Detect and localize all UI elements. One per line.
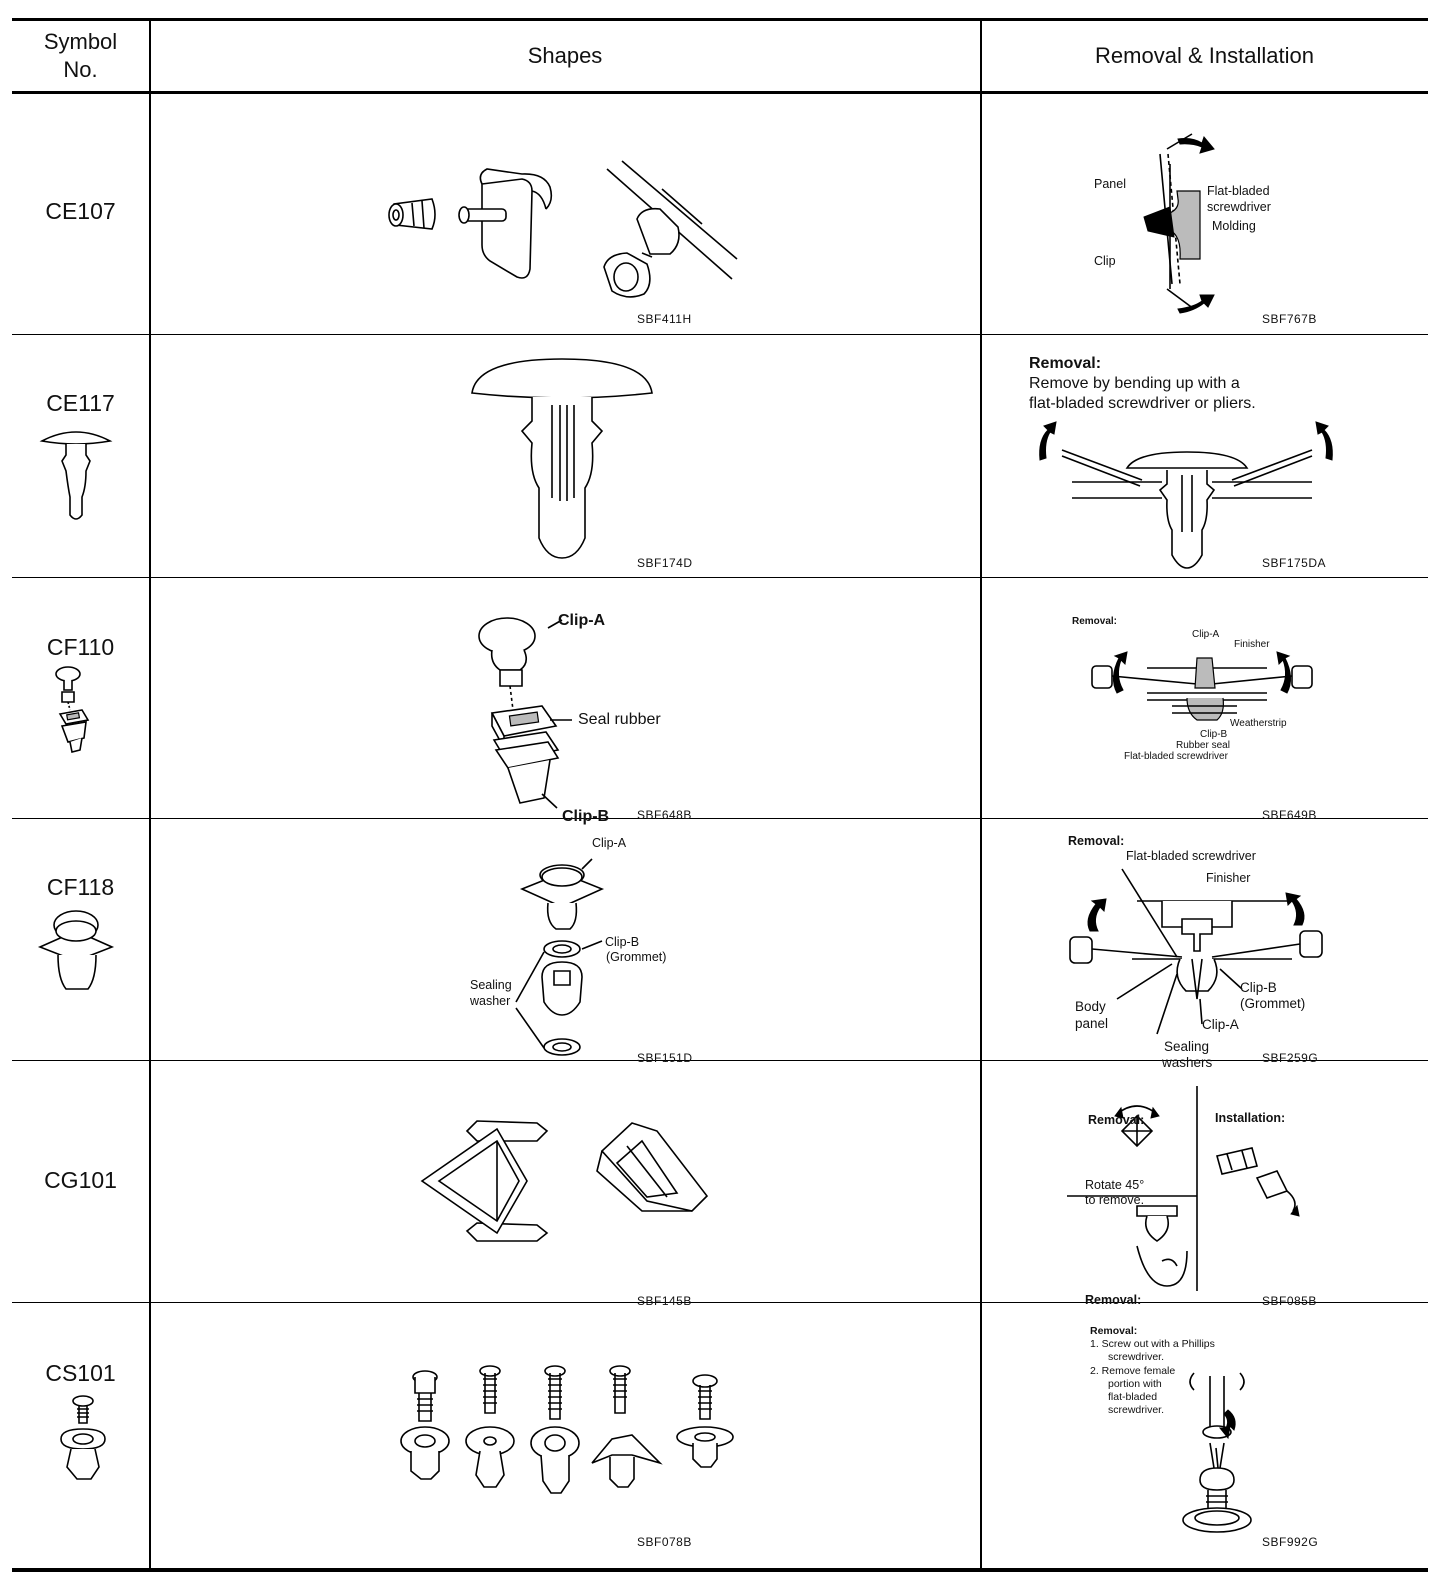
cf118-shape-drawing xyxy=(512,837,622,1057)
symbol-number: CF110 xyxy=(46,634,115,660)
removal-title: Removal: xyxy=(1072,616,1118,627)
header-removal: Removal & Installation xyxy=(1095,43,1314,68)
cg101-shape-drawing xyxy=(417,1101,717,1261)
removal-step1-line2: screwdriver. xyxy=(1108,1351,1165,1363)
label-rotate-line1: Rotate 45° xyxy=(1085,1178,1145,1192)
table-row: CF118 Clip-A Clip-B (Grommet) Sealing wa… xyxy=(12,819,1428,1070)
label-screwdriver: screwdriver xyxy=(1207,200,1271,214)
label-finisher: Finisher xyxy=(1234,639,1270,650)
cf110-removal-drawing xyxy=(1087,638,1327,768)
ce117-symbol-icon xyxy=(40,427,120,527)
table-row: CE107 SBF411H xyxy=(12,94,1428,335)
label-installation: Installation: xyxy=(1215,1111,1286,1125)
label-clip-a: Clip-A xyxy=(558,612,606,629)
symbol-number: CG101 xyxy=(44,1167,117,1193)
label-clip-a: Clip-A xyxy=(592,836,627,850)
symbol-number: CE107 xyxy=(45,198,116,224)
cf118-symbol-icon xyxy=(38,909,118,999)
label-rotate-line2: to remove. xyxy=(1085,1193,1145,1207)
label-finisher: Finisher xyxy=(1206,871,1251,885)
cf110-symbol-icon xyxy=(52,666,102,756)
cs101-removal-drawing xyxy=(1172,1368,1262,1538)
label-screwdriver: Flat-bladed screwdriver xyxy=(1126,849,1256,863)
label-washers: washers xyxy=(1162,1055,1213,1070)
removal-code: SBF259G xyxy=(1262,1051,1319,1065)
ce117-removal-drawing xyxy=(1032,420,1352,570)
label-seal-rubber: Seal rubber xyxy=(578,711,661,728)
table-row: CE117 SBF174D Removal: Remove by bending… xyxy=(12,335,1428,578)
label-clip-b: Clip-B xyxy=(1200,729,1228,740)
column-divider xyxy=(149,21,151,1568)
removal-step2-line1: 2. Remove female xyxy=(1090,1365,1176,1377)
table-row: CF110 Clip-A Seal rubber xyxy=(12,578,1428,825)
label-washer: washer xyxy=(470,994,511,1008)
symbol-number: CF118 xyxy=(46,874,115,900)
removal-code: SBF175DA xyxy=(1262,556,1327,570)
label-removal: Removal: xyxy=(1088,1113,1145,1127)
cf110-shape-drawing xyxy=(472,598,632,808)
shape-code: SBF078B xyxy=(637,1535,692,1549)
symbol-number: CS101 xyxy=(45,1360,116,1386)
removal-text-line2: flat-bladed screwdriver or pliers. xyxy=(1029,395,1256,412)
removal-code: SBF992G xyxy=(1262,1535,1319,1549)
removal-title: Removal: xyxy=(1029,355,1102,372)
removal-step1-line1: 1. Screw out with a Phillips xyxy=(1090,1338,1215,1350)
shape-code: SBF174D xyxy=(637,556,693,570)
label-clip-a: Clip-A xyxy=(1202,1017,1239,1032)
label-panel: panel xyxy=(1075,1016,1109,1031)
label-removal-bottom: Removal: xyxy=(1085,1293,1142,1307)
label-screwdriver: Flat-bladed screwdriver xyxy=(1124,751,1228,762)
label-sealing: Sealing xyxy=(470,978,512,992)
table-row: CG101 SBF145B xyxy=(12,1061,1428,1308)
symbol-number: CE117 xyxy=(46,390,115,416)
label-panel: Panel xyxy=(1094,177,1126,191)
label-clip-b: Clip-B xyxy=(605,935,640,949)
shape-code: SBF411H xyxy=(637,312,692,326)
label-clip-b: Clip-B xyxy=(562,808,610,825)
label-grommet: (Grommet) xyxy=(1240,996,1306,1011)
table-row: CS101 xyxy=(12,1303,1428,1549)
label-clip-a: Clip-A xyxy=(1192,629,1220,640)
shape-code: SBF648B xyxy=(637,808,692,822)
column-divider xyxy=(980,21,982,1568)
label-weatherstrip: Weatherstrip xyxy=(1230,718,1287,729)
shape-code: SBF145B xyxy=(637,1294,692,1308)
sealing-washer-leader xyxy=(512,944,562,1054)
ce107-removal-drawing xyxy=(1122,119,1312,319)
label-grommet: (Grommet) xyxy=(606,950,667,964)
removal-code: SBF767B xyxy=(1262,312,1317,326)
removal-title: Removal: xyxy=(1068,834,1125,848)
ce117-shape-drawing xyxy=(467,353,657,563)
removal-step2-line2: portion with xyxy=(1108,1378,1162,1390)
cs101-symbol-icon xyxy=(57,1395,117,1485)
removal-code: SBF085B xyxy=(1262,1294,1317,1308)
shape-code: SBF151D xyxy=(637,1051,693,1065)
label-sealing: Sealing xyxy=(1164,1039,1210,1054)
ce107-shape-drawing xyxy=(382,149,742,319)
cg101-removal-drawing xyxy=(1067,1086,1367,1296)
label-molding: Molding xyxy=(1212,219,1256,233)
removal-code: SBF649B xyxy=(1262,808,1317,822)
label-flat-bladed: Flat-bladed xyxy=(1207,184,1270,198)
removal-step2-line4: screwdriver. xyxy=(1108,1404,1165,1416)
removal-title: Removal: xyxy=(1090,1325,1138,1337)
removal-text-line1: Remove by bending up with a xyxy=(1029,375,1240,392)
cs101-shape-drawing xyxy=(397,1363,767,1503)
label-rubber-seal: Rubber seal xyxy=(1176,740,1230,751)
label-clip-b: Clip-B xyxy=(1240,980,1277,995)
label-body: Body xyxy=(1075,999,1106,1014)
removal-step2-line3: flat-bladed xyxy=(1108,1391,1158,1403)
cf118-removal-drawing xyxy=(1062,859,1332,1029)
header-shapes: Shapes xyxy=(527,43,603,68)
label-clip: Clip xyxy=(1094,254,1116,268)
